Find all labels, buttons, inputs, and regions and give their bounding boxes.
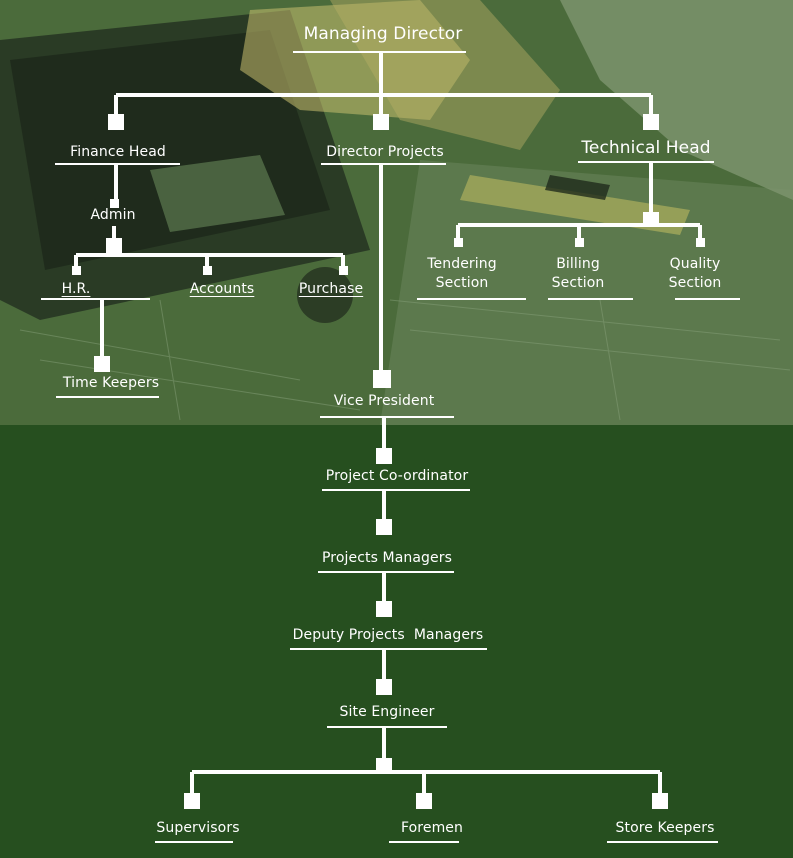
deputy-projects-managers-label: Deputy Projects Managers [292,627,484,643]
billing-section-label: Billing Section [551,256,605,291]
store-keepers-label: Store Keepers [615,820,715,836]
purchase-label: Purchase [298,281,364,297]
supervisors-label: Supervisors [156,820,240,836]
tendering-section-label: Tendering Section [427,256,497,291]
foremen-label: Foremen [400,820,464,836]
time-keepers-label: Time Keepers [62,375,160,391]
accounts-label: Accounts [189,281,255,297]
projects-managers-label: Projects Managers [321,550,453,566]
managing-director-label: Managing Director [303,24,463,44]
director-projects-label: Director Projects [326,144,444,160]
technical-head-label: Technical Head [581,138,711,158]
vice-president-label: Vice President [333,393,435,409]
finance-head-label: Finance Head [70,144,166,160]
site-engineer-label: Site Engineer [339,704,435,720]
quality-section-label: Quality Section [668,256,722,291]
project-coordinator-label: Project Co-ordinator [325,468,469,484]
hr-label: H.R. [61,281,91,297]
admin-label: Admin [90,207,136,223]
